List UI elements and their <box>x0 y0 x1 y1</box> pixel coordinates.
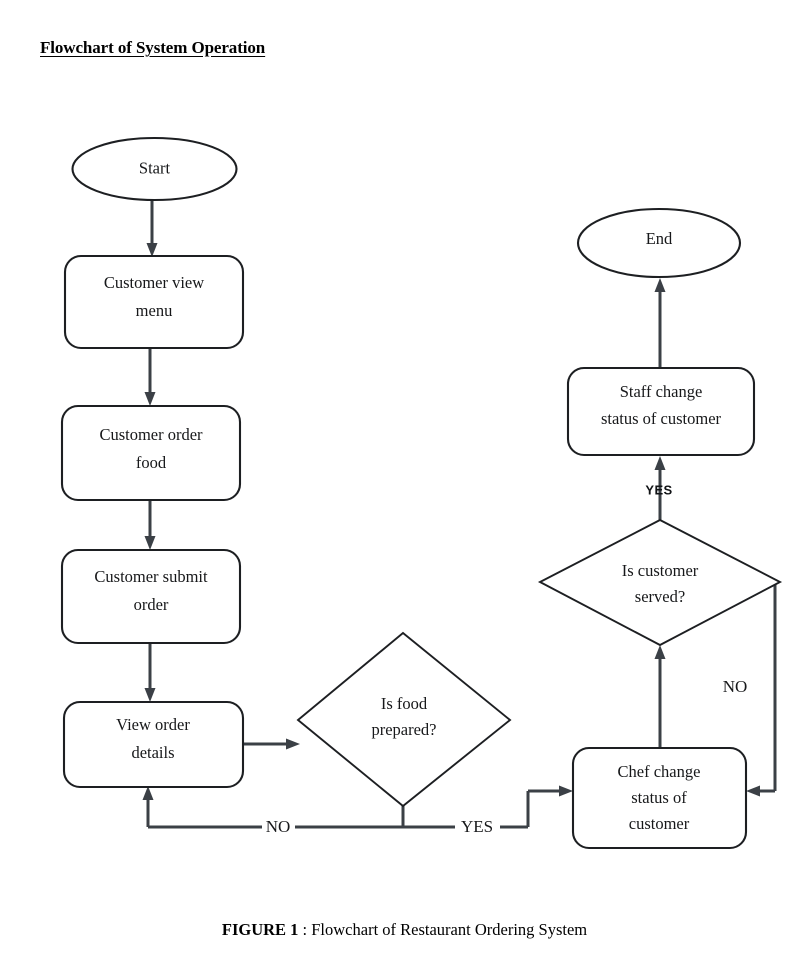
edge-chef-change-to-served <box>654 645 666 748</box>
staff-change-status-box-shape <box>566 366 756 457</box>
node-view-order-details-label-line1: View order <box>116 715 190 734</box>
figure-caption-number: FIGURE 1 <box>221 920 299 939</box>
node-staff-change-status-label-line1: Staff change <box>620 382 703 401</box>
node-is-food-prepared-label-line1: Is food <box>381 694 428 713</box>
node-is-customer-served[interactable]: Is customer served? <box>537 518 783 647</box>
node-customer-submit-order-label-line2: order <box>134 595 169 614</box>
node-is-food-prepared-label-line2: prepared? <box>371 720 436 739</box>
customer-submit-order-box-shape <box>60 548 242 645</box>
edge-label-no-customer-served: NO <box>723 677 748 696</box>
edge-served-yes-to-staff-change <box>654 456 666 520</box>
node-chef-change-status[interactable]: Chef change status of customer <box>571 746 748 850</box>
edge-start-to-view-menu <box>146 200 158 257</box>
node-start-label: Start <box>139 158 171 177</box>
edge-served-no-to-chef-change <box>746 582 777 797</box>
edge-order-food-to-submit-order <box>144 500 156 550</box>
customer-order-food-box-shape <box>60 404 242 502</box>
edge-staff-change-to-end <box>654 278 666 368</box>
edge-label-yes-customer-served: YES <box>645 482 672 497</box>
node-chef-change-status-label-line3: customer <box>629 814 690 833</box>
edge-view-menu-to-order-food <box>144 348 156 406</box>
node-customer-submit-order[interactable]: Customer submit order <box>60 548 242 645</box>
edge-submit-order-to-view-details <box>144 643 156 702</box>
node-customer-order-food[interactable]: Customer order food <box>60 404 242 502</box>
edge-label-no-food-prepared: NO <box>266 817 291 836</box>
node-customer-submit-order-label-line1: Customer submit <box>94 567 208 586</box>
node-is-customer-served-label-line2: served? <box>635 587 685 606</box>
node-staff-change-status[interactable]: Staff change status of customer <box>566 366 756 457</box>
start-ellipse-shape <box>71 136 238 202</box>
node-customer-view-menu-label-line1: Customer view <box>104 273 204 292</box>
chef-change-status-box-shape <box>571 746 748 850</box>
edge-food-ready-yes-to-chef-change <box>403 785 573 829</box>
node-staff-change-status-label-line2: status of customer <box>601 409 722 428</box>
is-food-prepared-diamond-shape <box>296 631 512 808</box>
node-customer-order-food-label-line2: food <box>136 453 167 472</box>
node-is-food-prepared[interactable]: Is food prepared? <box>296 631 512 808</box>
figure-caption-text: : Flowchart of Restaurant Ordering Syste… <box>298 920 588 939</box>
node-customer-view-menu[interactable]: Customer view menu <box>63 254 245 350</box>
figure-caption: FIGURE 1 : Flowchart of Restaurant Order… <box>0 920 809 940</box>
edge-view-details-to-food-ready <box>243 738 300 750</box>
node-chef-change-status-label-line2: status of <box>631 788 687 807</box>
edge-label-yes-food-prepared: YES <box>461 817 493 836</box>
node-end-label: End <box>646 229 673 248</box>
customer-view-menu-box-shape <box>63 254 245 350</box>
node-view-order-details-label-line2: details <box>131 743 174 762</box>
node-end[interactable]: End <box>576 207 742 279</box>
node-customer-view-menu-label-line2: menu <box>136 301 173 320</box>
node-customer-order-food-label-line1: Customer order <box>99 425 203 444</box>
end-ellipse-shape <box>576 207 742 279</box>
edge-food-ready-no-to-view-details <box>142 786 403 829</box>
is-customer-served-diamond-shape <box>537 518 783 647</box>
node-start[interactable]: Start <box>71 136 238 202</box>
page-title: Flowchart of System Operation <box>40 38 266 57</box>
view-order-details-box-shape <box>62 700 245 789</box>
node-view-order-details[interactable]: View order details <box>62 700 245 789</box>
flowchart-diagram: NO YES YES NO Start Customer view menu C… <box>60 136 783 850</box>
node-is-customer-served-label-line1: Is customer <box>622 561 699 580</box>
node-chef-change-status-label-line1: Chef change <box>618 762 701 781</box>
